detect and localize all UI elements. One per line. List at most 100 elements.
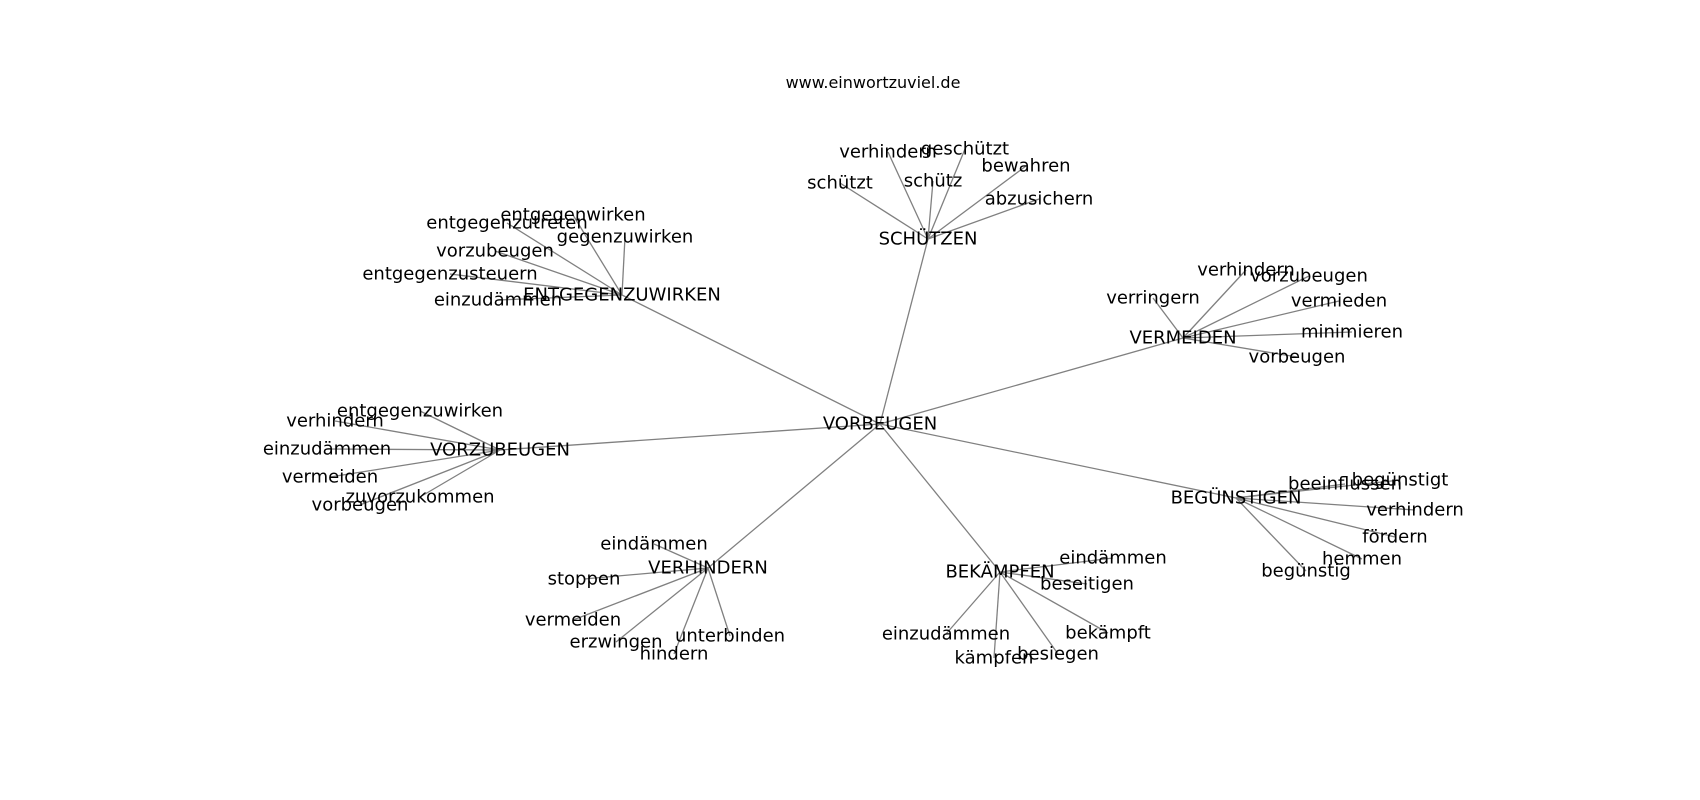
edge-center-hub xyxy=(499,423,881,451)
edge-hub-word xyxy=(887,151,929,240)
edge-hub-word xyxy=(329,449,501,478)
word-node: beeinflussen xyxy=(1288,474,1402,495)
hub-node: VERMEIDEN xyxy=(1129,328,1236,349)
edge-hub-word xyxy=(334,420,501,451)
edge-hub-word xyxy=(1235,497,1396,538)
word-node: vorzubeugen xyxy=(436,241,554,262)
word-node: schütz xyxy=(904,171,963,192)
word-node: minimieren xyxy=(1301,322,1403,343)
word-node: einzudämmen xyxy=(882,624,1010,645)
word-node: beseitigen xyxy=(1040,574,1134,595)
center-node: VORBEUGEN xyxy=(823,414,937,435)
word-node: besiegen xyxy=(1017,644,1099,665)
word-node: verhindern xyxy=(1197,260,1295,281)
word-node: verhindern xyxy=(286,411,384,432)
edge-hub-word xyxy=(419,410,501,451)
edge-hub-word xyxy=(583,567,709,580)
word-node: zuvorzukommen xyxy=(345,487,494,508)
word-node: eindämmen xyxy=(1059,548,1167,569)
edge-hub-word xyxy=(497,294,623,301)
edge-hub-word xyxy=(1182,331,1353,339)
edge-hub-word xyxy=(572,214,623,296)
edge-hub-word xyxy=(927,180,934,240)
word-node: verringern xyxy=(1106,288,1200,309)
site-title: www.einwortzuviel.de xyxy=(786,73,961,92)
edge-hub-word xyxy=(572,567,709,621)
word-node: abzusichern xyxy=(985,189,1094,210)
hub-node: SCHÜTZEN xyxy=(879,228,978,250)
word-node: geschützt xyxy=(921,139,1009,160)
edge-hub-word xyxy=(673,567,709,655)
word-node: einzudämmen xyxy=(434,290,562,311)
edge-hub-word xyxy=(1235,479,1401,499)
word-node: gegenzuwirken xyxy=(557,227,694,248)
edge-hub-word xyxy=(615,567,709,643)
word-node: schützt xyxy=(807,173,873,194)
edge-hub-word xyxy=(1152,297,1184,339)
word-node: entgegenzuwirken xyxy=(337,401,503,422)
word-node: eindämmen xyxy=(600,534,708,555)
edge-center-hub xyxy=(879,423,1237,499)
edge-hub-word xyxy=(999,571,1059,655)
edge-hub-word xyxy=(359,449,501,506)
edge-hub-word xyxy=(1182,337,1298,358)
word-node: kämpfen xyxy=(955,648,1034,669)
word-node: vorzubeugen xyxy=(1250,266,1368,287)
edge-hub-word xyxy=(1182,300,1340,339)
edge-hub-word xyxy=(839,182,929,240)
edge-hub-word xyxy=(653,543,709,569)
word-node: hindern xyxy=(640,644,709,665)
word-node: bekämpft xyxy=(1065,623,1151,644)
hub-node: BEGÜNSTIGEN xyxy=(1171,487,1302,509)
word-node: vermieden xyxy=(1291,291,1387,312)
edge-center-hub xyxy=(879,238,929,425)
edge-hub-word xyxy=(1235,497,1363,560)
word-node: bewahren xyxy=(981,156,1070,177)
edge-hub-word xyxy=(419,449,501,498)
edge-center-hub xyxy=(879,423,1001,573)
edge-hub-word xyxy=(326,448,501,451)
word-node: unterbinden xyxy=(675,626,785,647)
word-node: vermeiden xyxy=(282,467,378,488)
word-node: vorbeugen xyxy=(1249,347,1346,368)
edge-center-hub xyxy=(621,294,881,425)
edge-hub-word xyxy=(945,571,1001,635)
word-node: fördern xyxy=(1362,527,1427,548)
edge-hub-word xyxy=(999,571,1109,634)
word-node: erzwingen xyxy=(570,632,663,653)
word-node: entgegenzutreten xyxy=(426,213,587,234)
edge-hub-word xyxy=(1182,269,1247,339)
edge-center-hub xyxy=(879,337,1184,425)
edge-hub-word xyxy=(993,571,1001,659)
edge-hub-word xyxy=(506,222,623,296)
word-node: vermeiden xyxy=(525,610,621,631)
edge-hub-word xyxy=(1182,275,1310,339)
hub-node: ENTGEGENZUWIRKEN xyxy=(523,285,721,306)
word-node: stoppen xyxy=(548,569,621,590)
edge-hub-word xyxy=(494,250,623,296)
edge-hub-word xyxy=(927,198,1040,240)
word-node: einzudämmen xyxy=(263,439,391,460)
labels: VORBEUGENSCHÜTZENverhinderngeschütztschü… xyxy=(263,139,1464,669)
hub-node: BEKÄMPFEN xyxy=(945,562,1054,583)
word-node: verhindern xyxy=(1366,500,1464,521)
word-node: verhindern xyxy=(839,142,937,163)
word-node: entgegenzusteuern xyxy=(362,264,537,285)
word-node: begünstig xyxy=(1261,561,1351,582)
edge-hub-word xyxy=(927,165,1027,240)
edge-hub-word xyxy=(927,148,966,240)
edge-hub-word xyxy=(449,273,623,296)
edge-hub-word xyxy=(1235,497,1307,572)
word-node: entgegenwirken xyxy=(500,205,645,226)
edge-hub-word xyxy=(1235,497,1416,511)
edge-hub-word xyxy=(999,571,1088,585)
edge-hub-word xyxy=(621,236,626,296)
edges xyxy=(326,148,1416,659)
hub-node: VERHINDERN xyxy=(648,558,768,579)
word-node: hemmen xyxy=(1322,549,1402,570)
word-node: begünstigt xyxy=(1352,470,1449,491)
edge-center-hub xyxy=(707,423,881,569)
word-node: vorbeugen xyxy=(312,495,409,516)
hub-node: VORZUBEUGEN xyxy=(430,440,570,461)
